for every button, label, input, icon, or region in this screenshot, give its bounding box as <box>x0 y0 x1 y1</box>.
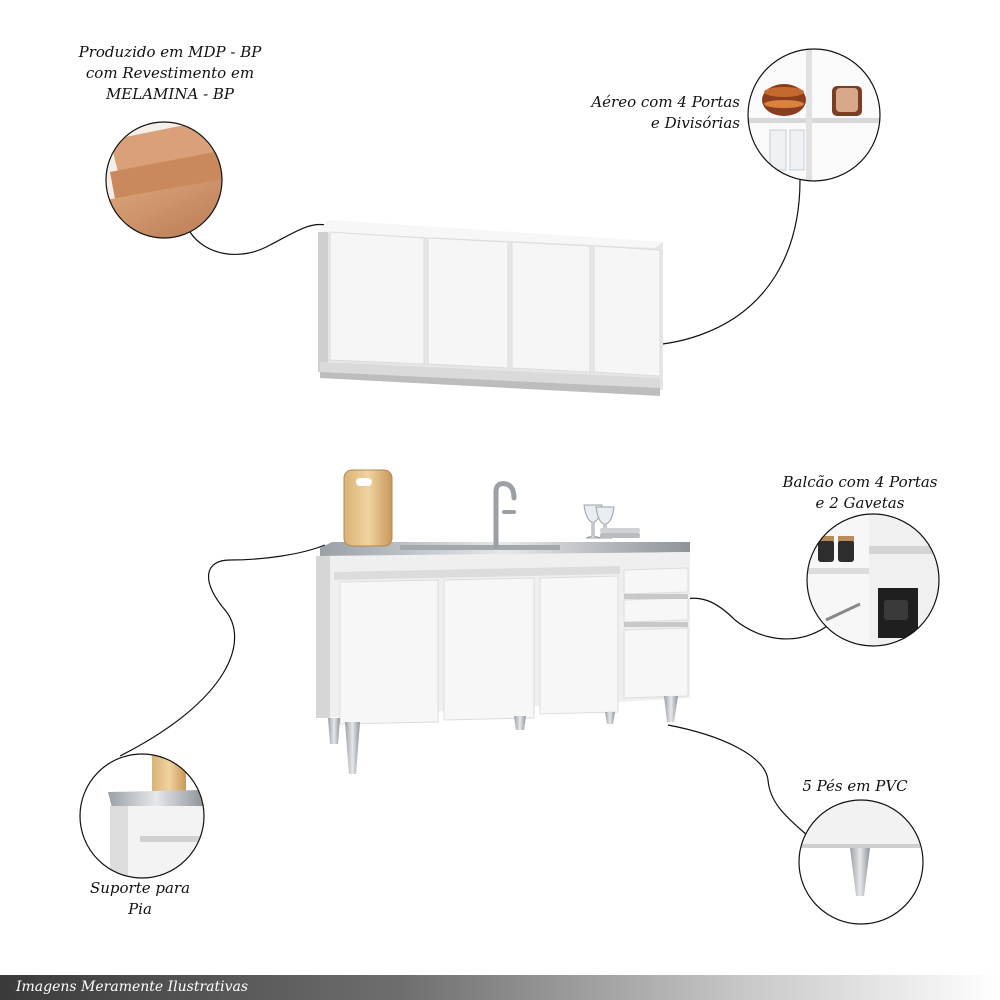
divider <box>806 49 812 181</box>
base-cabinet-body <box>316 552 690 718</box>
label-feet: 5 Pés em PVC <box>765 776 945 797</box>
wall-door-4 <box>593 245 661 377</box>
connector-mdp <box>189 223 326 255</box>
cutting-board-body <box>343 469 393 547</box>
wall-cabinet-bottom <box>320 372 660 396</box>
wall-door-2 <box>427 237 509 369</box>
mdp-board-1 <box>110 122 222 180</box>
connector-suporte <box>119 544 326 757</box>
mdp-board-3 <box>106 178 222 238</box>
glass <box>769 129 787 171</box>
label-mdp-line2: com Revestimento em <box>85 64 255 82</box>
detail-mdp-circle <box>105 121 223 239</box>
wall-cabinet-side <box>318 232 328 372</box>
base-top-rail <box>334 566 620 580</box>
wall-door-1 <box>329 231 425 365</box>
detail-wall-interior-circle <box>747 48 881 182</box>
faucet <box>493 481 517 549</box>
glass-1 <box>583 504 603 539</box>
base-cabinet-side <box>316 556 330 718</box>
base-door-3 <box>539 575 619 715</box>
wall-cabinet-handle-profile <box>320 362 660 388</box>
detail-foot-circle <box>798 799 924 925</box>
label-mdp-line3: MELAMINA - BP <box>105 85 235 103</box>
wall-door-3 <box>511 241 591 373</box>
foot-2 <box>345 722 360 774</box>
drawer-front <box>869 546 939 554</box>
shelf <box>748 118 880 123</box>
base-door-2 <box>443 577 535 721</box>
base-door-1 <box>339 579 439 725</box>
foot-1 <box>328 718 340 744</box>
wall-cabinet-top <box>318 220 663 248</box>
label-sink-support: Suporte para Pia <box>60 878 220 920</box>
pvc-foot <box>850 848 870 896</box>
label-suporte-line2: Pia <box>128 900 152 918</box>
plate-1 <box>600 528 640 533</box>
cutting-board <box>343 469 393 547</box>
connector-lines <box>119 179 836 837</box>
detail-base-interior-circle <box>806 513 940 647</box>
connector-aereo <box>631 179 801 347</box>
footer-disclaimer: Imagens Meramente Ilustrativas <box>16 979 249 995</box>
wall-cabinet-body <box>318 220 663 390</box>
label-suporte-line1: Suporte para <box>89 879 191 897</box>
faucet-spout <box>493 481 517 549</box>
bowl-stack <box>762 84 806 116</box>
sink-edge-closeup <box>108 790 204 808</box>
glassware <box>583 504 640 539</box>
sink-countertop <box>320 542 690 558</box>
spoon <box>825 602 861 622</box>
cabinet-base-closeup <box>799 800 920 848</box>
drawer-handle-2 <box>624 622 688 627</box>
detail-sink-support-circle <box>79 753 205 879</box>
mdp-board-2 <box>110 150 222 215</box>
footer-bar <box>0 975 1000 1000</box>
drawer-top <box>623 567 689 595</box>
drawer-bottom-door <box>623 627 689 699</box>
base-cabinet <box>316 542 690 774</box>
plate-2 <box>600 533 640 538</box>
shelf <box>807 568 869 574</box>
label-balcao-line2: e 2 Gavetas <box>815 494 905 512</box>
label-balcao-line1: Balcão com 4 Portas <box>782 473 938 491</box>
glass-2 <box>595 506 615 539</box>
foot-4 <box>605 712 615 724</box>
label-pes-line1: 5 Pés em PVC <box>802 777 908 795</box>
label-mdp-material: Produzido em MDP - BP com Revestimento e… <box>40 42 300 105</box>
foot-5 <box>664 696 678 722</box>
label-wall-cabinet: Aéreo com 4 Portas e Divisórias <box>570 92 740 134</box>
cabinet-closeup <box>110 806 204 878</box>
foot-3 <box>514 716 526 730</box>
jar <box>818 540 834 562</box>
label-mdp-line1: Produzido em MDP - BP <box>78 43 262 61</box>
label-aereo-line2: e Divisórias <box>650 114 740 132</box>
drawer-handle-1 <box>624 594 688 599</box>
mug <box>832 86 862 116</box>
label-base-cabinet: Balcão com 4 Portas e 2 Gavetas <box>760 472 960 514</box>
pot <box>878 588 918 638</box>
board-closeup <box>152 754 186 796</box>
wall-cabinet <box>318 220 663 396</box>
cutting-board-hole <box>356 478 372 486</box>
label-aereo-line1: Aéreo com 4 Portas <box>591 93 740 111</box>
connector-balcao <box>679 597 836 640</box>
drawer-middle <box>623 597 689 623</box>
sink-basin-edge <box>400 545 560 550</box>
